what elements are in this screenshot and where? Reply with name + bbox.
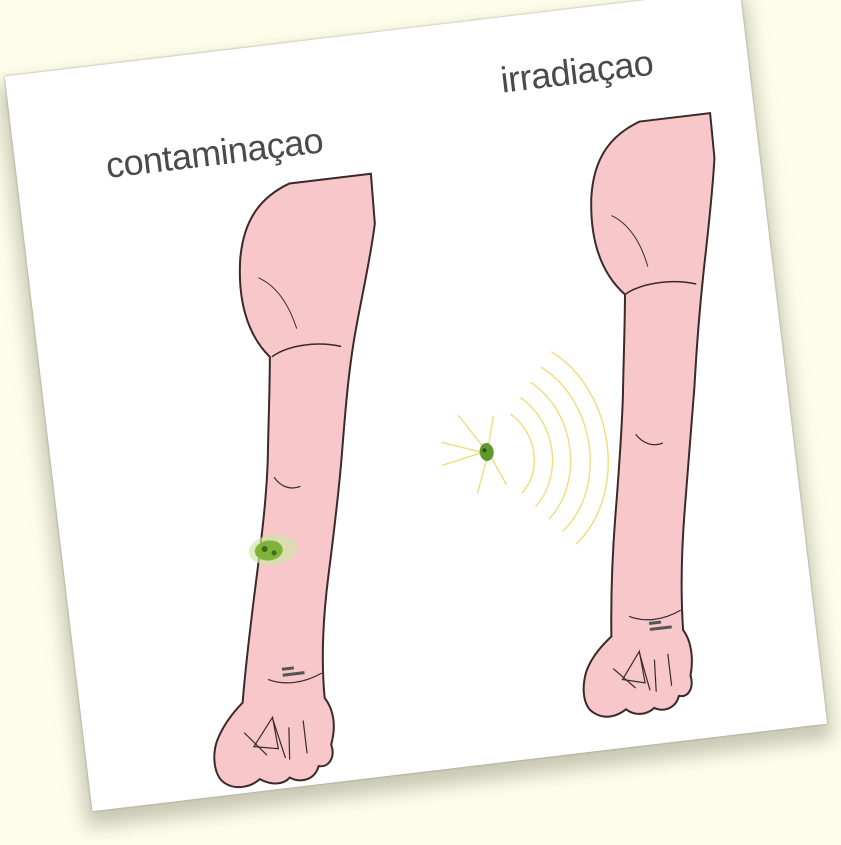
- radiation-source: [430, 346, 618, 558]
- illustration-card: contaminaçao irradiaçao: [5, 0, 827, 811]
- arm-irradiation-illustration: [361, 62, 794, 740]
- right-arm-body: [517, 113, 779, 720]
